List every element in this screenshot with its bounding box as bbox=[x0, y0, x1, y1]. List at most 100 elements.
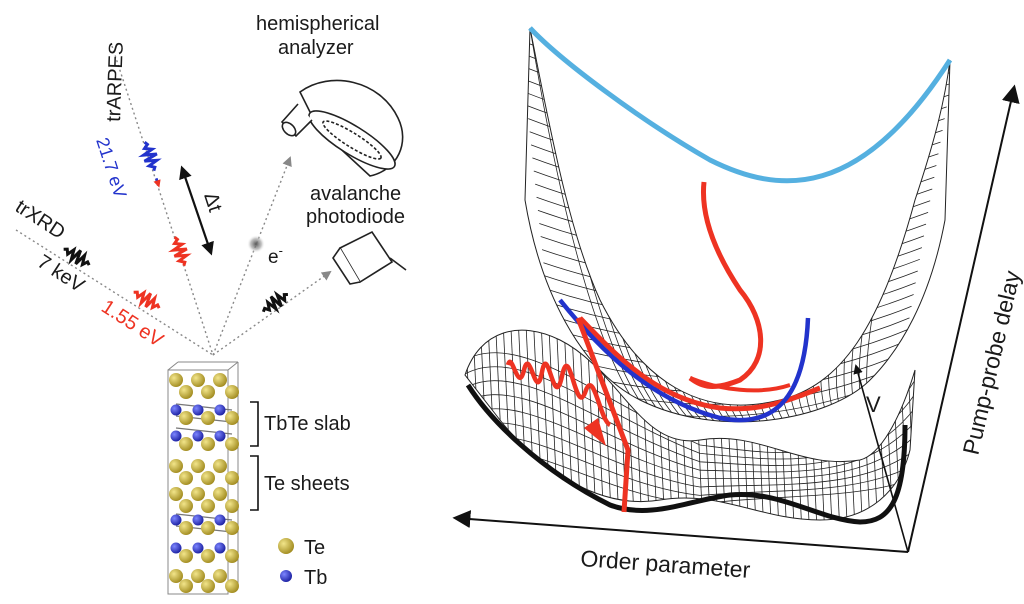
te-atom bbox=[191, 569, 205, 583]
apd-label-line2: photodiode bbox=[306, 206, 405, 228]
avalanche-photodiode-icon bbox=[332, 230, 407, 285]
tb-legend-icon bbox=[280, 570, 292, 582]
te-atom bbox=[169, 569, 183, 583]
mesh-line bbox=[465, 436, 915, 496]
potential-label: V bbox=[866, 392, 881, 417]
red-wedge bbox=[575, 317, 631, 513]
te-atom bbox=[191, 373, 205, 387]
photoelectron-icon bbox=[247, 235, 265, 253]
electron-label: e- bbox=[268, 243, 283, 268]
tb-atom bbox=[192, 514, 204, 526]
te-atom bbox=[169, 487, 183, 501]
red-trajectory-lower bbox=[578, 316, 821, 412]
te-sheets-label: Te sheets bbox=[264, 473, 350, 495]
te-atom bbox=[169, 459, 183, 473]
tbte-slab-label: TbTe slab bbox=[264, 413, 351, 435]
te-atom bbox=[179, 471, 193, 485]
order-parameter-axis bbox=[452, 510, 909, 553]
mesh-line bbox=[788, 150, 824, 422]
blue-trajectory bbox=[558, 298, 811, 423]
te-atom bbox=[225, 385, 239, 399]
crystal-structure: TbTe slab Te sheets Te Tb bbox=[167, 361, 351, 595]
te-atom bbox=[201, 579, 215, 593]
atom-array bbox=[169, 373, 239, 593]
mesh-line bbox=[465, 422, 915, 488]
tb-atom bbox=[170, 514, 182, 526]
mesh-line bbox=[539, 223, 927, 260]
mesh-line bbox=[465, 330, 476, 520]
tb-atom bbox=[192, 404, 204, 416]
mesh-line bbox=[540, 235, 925, 272]
mesh-line bbox=[529, 131, 941, 176]
hemispherical-analyzer-icon bbox=[280, 79, 404, 177]
te-atom bbox=[179, 385, 193, 399]
sheets-bracket bbox=[250, 455, 259, 511]
diffracted-beam-path bbox=[212, 270, 332, 356]
te-atom bbox=[225, 579, 239, 593]
tb-atom bbox=[214, 430, 226, 442]
tb-atom bbox=[214, 514, 226, 526]
tb-atom bbox=[170, 542, 182, 554]
tb-legend-label: Tb bbox=[304, 567, 327, 589]
xrd-probe-pulse bbox=[63, 246, 91, 268]
mesh-line bbox=[525, 65, 950, 115]
te-atom bbox=[179, 521, 193, 535]
arpes-beam-path bbox=[111, 45, 214, 356]
mesh-line bbox=[525, 92, 947, 139]
te-atom bbox=[225, 471, 239, 485]
delay-label: Δt bbox=[199, 190, 226, 215]
te-atom bbox=[225, 521, 239, 535]
energy-surface-plot: Order parameter Pump-probe delay V bbox=[452, 26, 1024, 583]
red-trajectory-loop bbox=[689, 376, 791, 393]
trxrd-label: trXRD bbox=[11, 196, 69, 244]
te-atom bbox=[179, 437, 193, 451]
tb-atom bbox=[170, 430, 182, 442]
mesh-line bbox=[525, 39, 950, 91]
mesh-line bbox=[535, 183, 933, 224]
te-atom bbox=[191, 459, 205, 473]
diffracted-pulse bbox=[261, 290, 288, 314]
te-atom bbox=[201, 411, 215, 425]
te-atom bbox=[225, 549, 239, 563]
analyzer-label-line1: hemispherical bbox=[256, 13, 379, 35]
mesh-line bbox=[532, 157, 937, 200]
xrd-pump-pulse bbox=[133, 289, 161, 311]
mesh-line bbox=[533, 170, 935, 212]
tb-atom bbox=[214, 404, 226, 416]
tb-atom bbox=[192, 430, 204, 442]
te-atom bbox=[191, 487, 205, 501]
te-atom bbox=[179, 411, 193, 425]
te-atom bbox=[225, 437, 239, 451]
arpes-pump-pulse bbox=[168, 235, 192, 267]
tb-atom bbox=[170, 404, 182, 416]
xrd-beam-path bbox=[15, 229, 214, 356]
te-atom bbox=[201, 521, 215, 535]
delay-arrow bbox=[179, 165, 214, 256]
electron-path bbox=[212, 156, 292, 356]
te-legend-icon bbox=[278, 538, 294, 554]
te-atom bbox=[201, 471, 215, 485]
apd-label-line1: avalanche bbox=[310, 183, 401, 205]
order-parameter-label: Order parameter bbox=[580, 545, 752, 583]
pump-probe-delay-axis bbox=[907, 84, 1020, 553]
mesh-line bbox=[530, 144, 939, 188]
mesh-line bbox=[536, 196, 931, 236]
pump-pulse-icon bbox=[505, 359, 612, 446]
potential-axis bbox=[853, 364, 909, 553]
red-trajectory-main bbox=[688, 181, 764, 389]
arpes-energy-label: 21.7 eV bbox=[92, 135, 130, 200]
mesh-line bbox=[525, 78, 949, 128]
te-atom bbox=[179, 499, 193, 513]
tb-atom bbox=[192, 542, 204, 554]
trarpes-label: trARPES bbox=[103, 41, 128, 122]
mesh-line bbox=[537, 209, 929, 248]
te-atom bbox=[213, 569, 227, 583]
te-atom bbox=[213, 487, 227, 501]
te-atom bbox=[201, 499, 215, 513]
mesh-line bbox=[913, 330, 915, 520]
lower-surface-bottom-edge bbox=[465, 383, 908, 525]
te-atom bbox=[213, 459, 227, 473]
te-atom bbox=[201, 385, 215, 399]
slab-bracket bbox=[250, 401, 259, 447]
